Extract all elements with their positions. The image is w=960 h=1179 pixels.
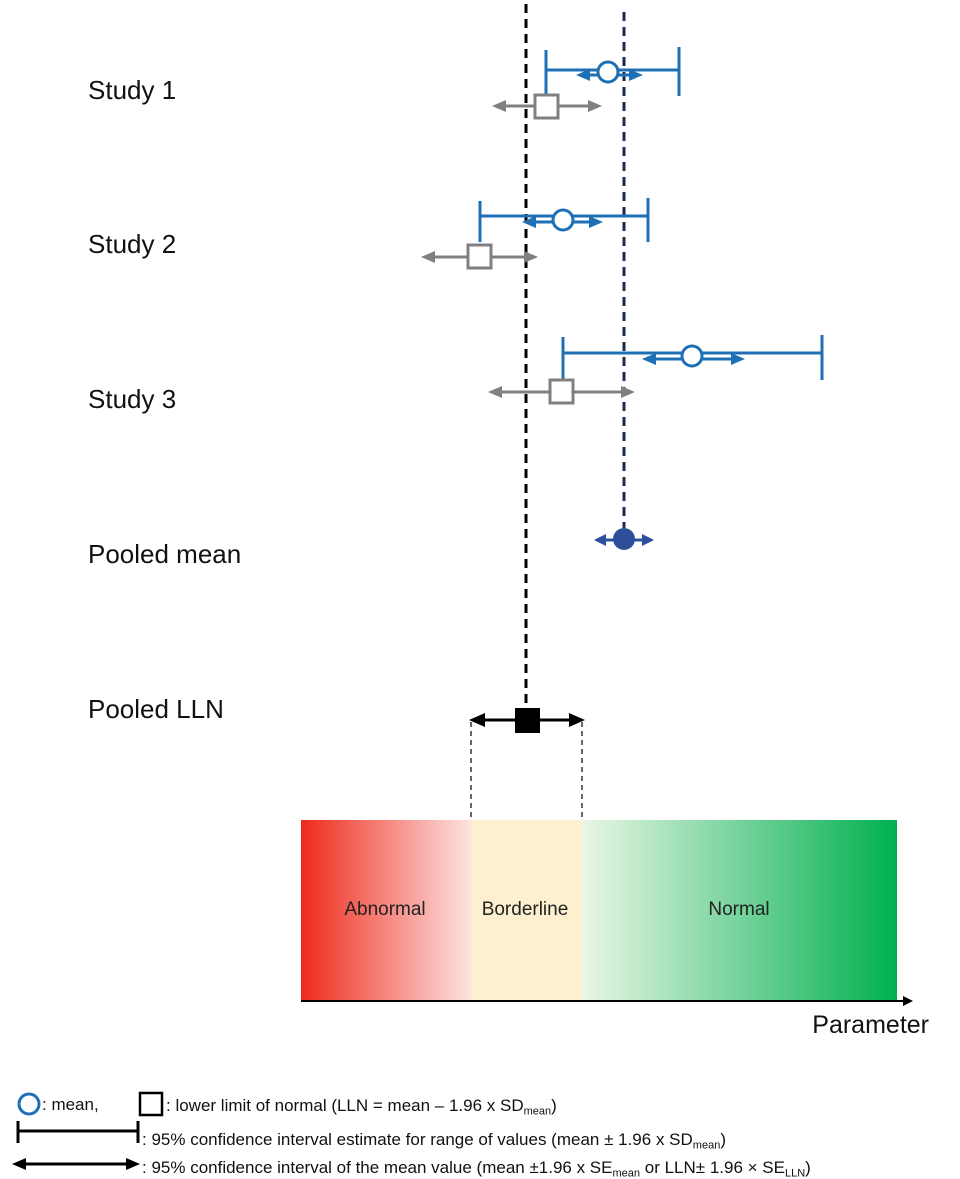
legend-range-sub: mean xyxy=(692,1139,721,1152)
circle-icon xyxy=(17,1092,41,1116)
study-3-lln-marker xyxy=(548,378,575,405)
study-3-mean-marker xyxy=(680,344,704,368)
row-label-pooled-mean: Pooled mean xyxy=(88,539,241,569)
legend-range-prefix: : 95% confidence interval estimate for r… xyxy=(142,1130,693,1150)
study-1-lln-marker xyxy=(533,93,560,120)
row-label-study-2: Study 2 xyxy=(88,229,176,259)
zone-label-borderline: Borderline xyxy=(482,899,569,920)
legend-lln-suffix: ) xyxy=(551,1096,557,1116)
borderline-zone xyxy=(471,820,582,1000)
legend-ci-suffix: ) xyxy=(805,1158,811,1178)
pooled-mean-marker xyxy=(613,528,635,550)
legend-ci-sub-lln: LLN xyxy=(784,1167,806,1179)
x-axis-arrowhead xyxy=(903,996,913,1006)
study-2-lln-marker xyxy=(466,243,493,270)
legend-lln-text: : lower limit of normal (LLN = mean – 1.… xyxy=(166,1096,557,1117)
row-label-study-1: Study 1 xyxy=(88,75,176,105)
legend-lln-prefix: : lower limit of normal (LLN = mean – 1.… xyxy=(166,1096,524,1116)
double-arrow-icon xyxy=(12,1158,140,1170)
forest-diagram: Study 1 Study 2 Study 3 Pooled mean Pool… xyxy=(88,4,929,1039)
zone-label-abnormal: Abnormal xyxy=(344,899,425,920)
zone-label-normal: Normal xyxy=(708,899,769,920)
row-label-pooled-lln: Pooled LLN xyxy=(88,694,224,724)
range-bar-icon xyxy=(16,1121,140,1143)
legend-ci-mid: or LLN± 1.96 × SE xyxy=(640,1158,785,1178)
x-axis-label: Parameter xyxy=(812,1011,929,1039)
study-1-mean-marker xyxy=(596,60,620,84)
legend-lln-sub: mean xyxy=(523,1105,552,1118)
legend-ci-prefix: : 95% confidence interval of the mean va… xyxy=(142,1158,613,1178)
square-icon xyxy=(138,1091,164,1117)
legend-range-text: : 95% confidence interval estimate for r… xyxy=(142,1130,726,1151)
abnormal-zone xyxy=(301,820,471,1000)
row-label-study-3: Study 3 xyxy=(88,384,176,414)
normal-zone xyxy=(582,820,897,1000)
study-2-mean-marker xyxy=(551,208,575,232)
legend-range-suffix: ) xyxy=(720,1130,726,1150)
pooled-lln-marker xyxy=(515,708,540,733)
legend-ci-text: : 95% confidence interval of the mean va… xyxy=(142,1158,811,1179)
legend-mean-text: : mean, xyxy=(42,1095,99,1114)
legend-ci-sub-mean: mean xyxy=(612,1167,641,1179)
